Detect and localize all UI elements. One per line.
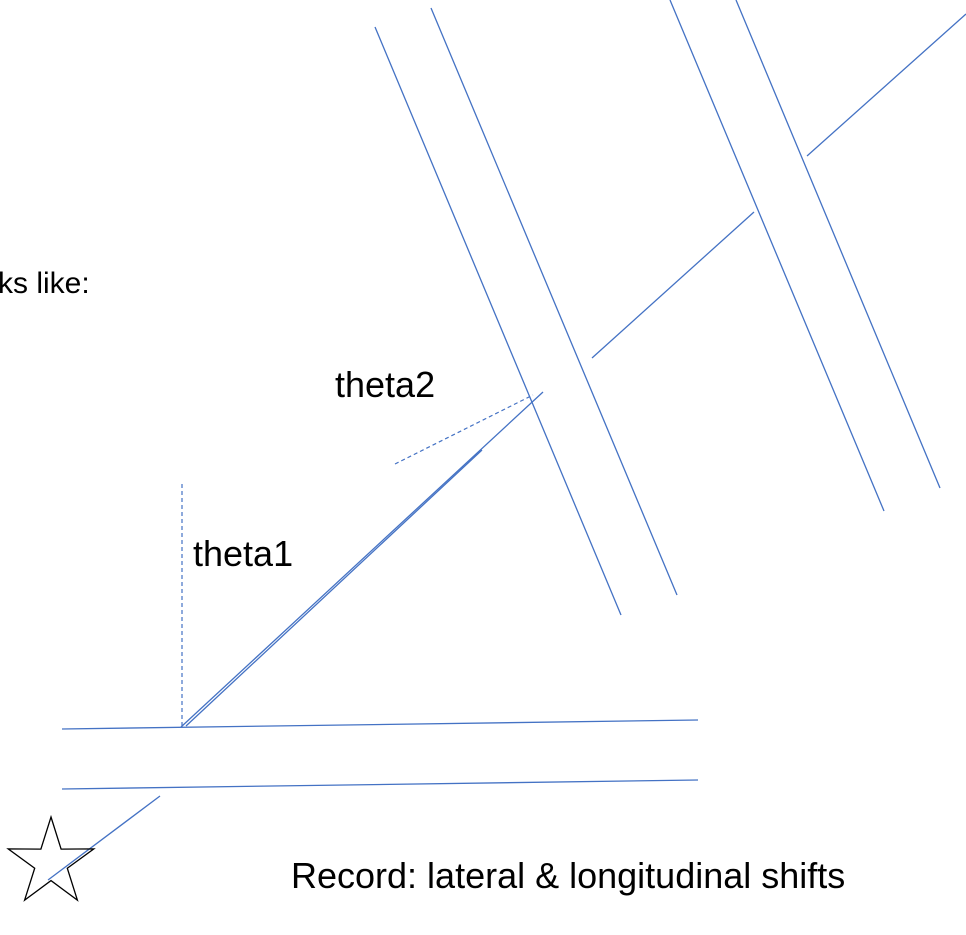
record-caption: Record: lateral & longitudinal shifts [291, 855, 846, 896]
first-barrier-bottom-line [61, 779, 699, 790]
ray-segment-1 [180, 391, 544, 728]
second-barrier [374, 7, 678, 616]
theta2-label: theta2 [335, 364, 436, 405]
third-barrier [669, 0, 941, 512]
ray-segment-1-overlap [185, 449, 483, 727]
ray-segment-2 [591, 211, 755, 359]
third-barrier-right-line [735, 0, 941, 489]
second-barrier-right-line [430, 7, 678, 596]
star-outline-icon [6, 814, 96, 902]
first-barrier [61, 719, 699, 790]
first-barrier-top-line [61, 719, 699, 730]
theta1-label: theta1 [193, 533, 294, 574]
intro-text: ks like: [0, 267, 90, 300]
second-barrier-left-line [374, 26, 622, 616]
third-barrier-left-line [669, 0, 885, 512]
theta2-reference-line [394, 394, 534, 465]
ray-segment-3 [806, 13, 966, 157]
ray-incoming-segment [47, 795, 161, 881]
angle-references [181, 394, 534, 726]
ray-path [47, 13, 966, 881]
